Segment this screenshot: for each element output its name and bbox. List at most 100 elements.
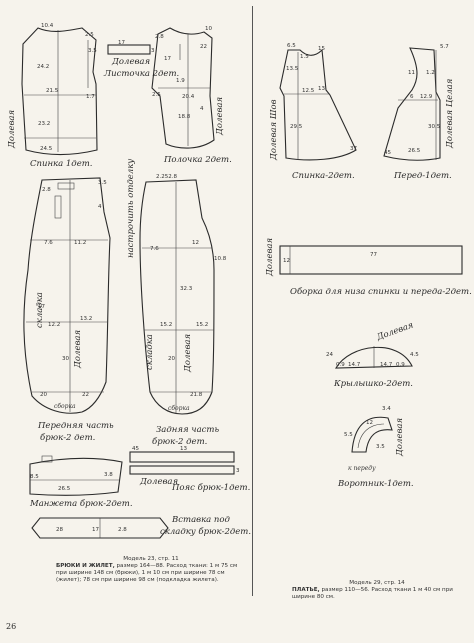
pattern-cuff: 8.5 26.5 3.8 Манжета брюк-2дет. [29,455,133,509]
num: 26.5 [408,148,421,154]
pattern-collar: 3.4 5.5 12 3.5 Долевая к переду Воротник… [337,406,414,489]
num: 13.2 [80,316,92,322]
num: 15.2 [160,322,172,328]
label-dress-back: Спинка-2дет. [292,171,355,181]
num: 11.2 [74,240,86,246]
num: 2.5 [152,92,161,98]
caption-right-text: размер 110—56. Расход ткани 1 м 40 см пр… [292,587,453,600]
pattern-dress-back: 6.5 1.5 13.5 15 12.5 13 29.5 37 Долевая … [269,43,357,181]
label-welt: Долевая [111,57,150,67]
column-divider [252,6,253,596]
page-number: 26 [6,622,17,631]
num: 24.2 [37,64,49,70]
num: 7.6 [44,240,53,246]
grain-label: Долевая [73,330,83,369]
num: 17 [118,40,125,46]
label-pleat-insert-2: складку брюк-2дет. [160,526,251,537]
caption-right-title: ПЛАТЬЕ, [292,587,320,593]
num: 6.5 [287,43,296,49]
num: 13.5 [286,66,299,72]
num: 17 [164,56,171,62]
num: 77 [370,252,377,258]
num: 13 [180,446,187,452]
num: 1.9 [176,78,185,84]
label-cuff: Манжета брюк-2дет. [29,498,133,509]
num: 22 [200,44,207,50]
num: 5.5 [344,432,353,438]
num: 17 [38,304,45,310]
label-topstitch: настрочить отделку [126,159,136,258]
num: 0.9 [336,362,345,368]
caption-left-title: БРЮКИ И ЖИЛЕТ, [56,563,115,569]
collar-note: к переду [348,465,376,472]
num: 29.5 [290,124,303,130]
num: 26.5 [58,486,71,492]
caption-left-text: размер 164—88. Расход ткани: 1 м 75 см п… [56,563,238,583]
num: 18.8 [178,114,191,120]
pattern-trouser-front: 2.8 3.5 4 7.6 11.2 17 12.2 30 13.2 20 22… [23,177,114,443]
caption-right: Модель 29, стр. 14 ПЛАТЬЕ, размер 110—56… [292,580,462,601]
gather-label: сборка [54,403,76,410]
gather-label: сборка [168,405,190,412]
num: 24 [326,352,333,358]
fold-label: складка [35,292,45,328]
num: 21.8 [190,392,203,398]
num: 11 [408,70,415,76]
label-collar: Воротник-1дет. [337,479,414,489]
num: 30.5 [428,124,441,130]
label-pleat-insert-1: Вставка под [171,515,231,525]
grain-label: Долевая Шов [269,99,279,161]
num: 10.8 [214,256,227,262]
caption-left: Модель 23, стр. 11 БРЮКИ И ЖИЛЕТ, размер… [56,556,246,584]
num: 45 [384,150,391,156]
grain-label: Долевая [7,110,17,149]
label-waistband: Пояс брюк-1дет. [171,482,250,493]
label-trouser-back-1: Задняя часть [156,425,219,435]
num: 7.6 [150,246,159,252]
num: 2.252.8 [156,174,177,180]
num: 17 [92,527,99,533]
num: 3.8 [104,472,113,478]
num: 4 [98,204,102,210]
num: 0.9 [396,362,405,368]
num: 32.3 [180,286,193,292]
grain-label: Долевая [139,477,178,487]
label-welt-title: Листочка 2дет. [103,69,179,79]
num: 28 [56,527,63,533]
num: 14.7 [348,362,361,368]
num: 12.9 [420,94,433,100]
num: 4 [200,106,204,112]
pattern-flounce: 77 12 Долевая Оборка для низа спинки и п… [265,238,472,297]
num: 2.8 [42,187,51,193]
num: 3.4 [382,406,391,412]
num: 1.2 [426,70,435,76]
num: 15 [318,46,325,52]
pattern-cap-sleeve: 24 0.9 14.7 14.7 0.9 4.5 Долевая Крылышк… [326,320,419,389]
label-vest-front: Полочка 2дет. [163,155,232,165]
num: 6 [410,94,414,100]
pattern-welt: 17 3 Долевая Листочка 2дет. [103,40,179,79]
num: 4.5 [410,352,419,358]
label-flounce: Оборка для низа спинки и переда-2дет. [290,286,472,297]
num: 30 [62,356,69,362]
pattern-vest-back: 10.4 2.5 3.5 24.2 21.5 1.7 23.2 24.5 Дол… [7,23,98,169]
label-dress-front: Перед-1дет. [393,171,452,181]
num: 20.4 [182,94,195,100]
num: 1.7 [86,94,95,100]
num: 15.2 [196,322,208,328]
pattern-dress-front: 5.7 11 1.2 6 12.9 26.5 30.5 45 Долевая Ц… [383,44,455,181]
num: 45 [132,446,139,452]
num: 3 [151,48,155,54]
num: 13 [318,86,325,92]
num: 3.5 [88,48,97,54]
num: 12 [283,258,290,264]
pattern-waistband: 45 13 3 Долевая Пояс брюк-1дет. [129,446,250,493]
label-trouser-front-2: брюк-2 дет. [40,432,95,443]
num: 8.5 [30,474,39,480]
num: 3.5 [376,444,385,450]
num: 21.5 [46,88,59,94]
num: 24.5 [40,146,53,152]
label-trouser-back-2: брюк-2 дет. [152,436,207,447]
label-cap-sleeve: Крылышко-2дет. [333,379,413,389]
